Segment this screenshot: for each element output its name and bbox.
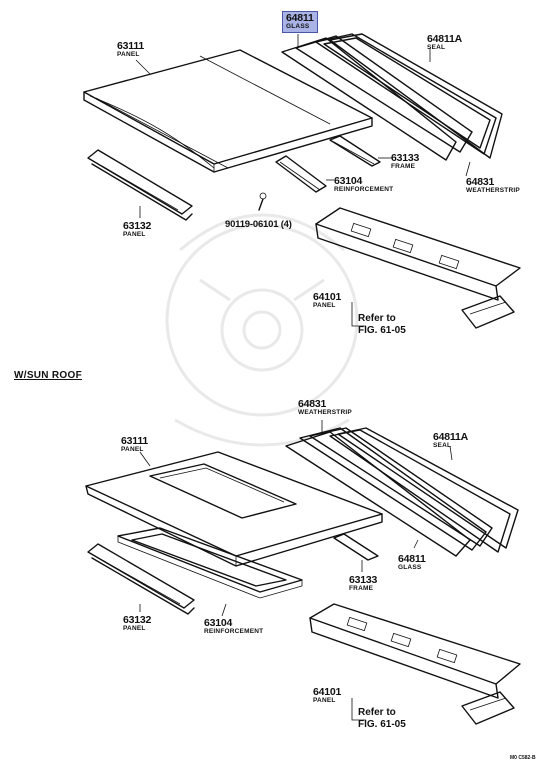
label-63111-bottom: 63111 PANEL [121, 436, 148, 453]
part-number: 64811 [398, 553, 426, 565]
label-64811a-bottom: 64811A SEAL [433, 432, 468, 449]
part-name: FRAME [391, 162, 416, 170]
label-63133-top: 63133 FRAME [391, 153, 419, 170]
part-number: 64811A [427, 33, 463, 45]
label-63133-bottom: 63133 FRAME [349, 575, 377, 592]
frame-bottom [333, 533, 379, 561]
highlighted-glass-label[interactable]: 64811 GLASS [282, 11, 318, 33]
part-number: 63111 [117, 40, 145, 52]
frame-top [329, 135, 381, 167]
part-number: 64101 [313, 686, 342, 698]
weatherstrip-bottom [299, 427, 493, 551]
back-panel-top [315, 207, 521, 329]
figure-reference: FIG. 61-05 [358, 719, 406, 730]
leader-lines-top [135, 34, 471, 327]
footer-code: M0 C582-B [510, 755, 536, 761]
part-number: 64831 [298, 398, 327, 410]
part-name: GLASS [286, 22, 310, 30]
leader-lines-bottom [139, 420, 453, 721]
label-63104-top: 63104 REINFORCEMENT [334, 176, 393, 193]
part-name: WEATHERSTRIP [298, 408, 352, 416]
part-name: SEAL [433, 441, 452, 449]
part-name: PANEL [123, 624, 146, 632]
section-heading: W/SUN ROOF [14, 370, 82, 381]
seal-bottom [329, 427, 519, 553]
roof-panel-top [83, 49, 373, 173]
label-64101-bottom: 64101 PANEL [313, 687, 341, 704]
label-63132-top: 63132 PANEL [123, 221, 151, 238]
refer-text: Refer to [358, 707, 396, 718]
label-64831-bottom: 64831 WEATHERSTRIP [298, 399, 352, 416]
label-bolt-top: 90119-06101 (4) [225, 219, 292, 230]
front-panel-bottom [87, 543, 195, 615]
refer-text: Refer to [358, 313, 396, 324]
back-panel-bottom [309, 603, 521, 725]
part-name: PANEL [313, 696, 336, 704]
part-number: 64811 [286, 12, 314, 24]
part-name: GLASS [398, 563, 422, 571]
refer-to-top[interactable]: Refer to FIG. 61-05 [358, 314, 406, 336]
roof-panel-bottom [85, 451, 383, 567]
refer-to-bottom[interactable]: Refer to FIG. 61-05 [358, 708, 406, 730]
part-number: 63104 [204, 617, 233, 629]
part-number: 64811A [433, 431, 469, 443]
part-number: 64831 [466, 176, 495, 188]
label-64811-bottom: 64811 GLASS [398, 554, 426, 571]
label-63111-top: 63111 PANEL [117, 41, 144, 58]
part-name: FRAME [349, 584, 374, 592]
label-64831-top: 64831 WEATHERSTRIP [466, 177, 520, 194]
part-number: 63133 [391, 152, 420, 164]
part-name: WEATHERSTRIP [466, 186, 520, 194]
part-name: PANEL [117, 50, 140, 58]
sunroof-frame-bottom [117, 527, 303, 599]
part-number: 64101 [313, 291, 342, 303]
label-63132-bottom: 63132 PANEL [123, 615, 151, 632]
part-name: PANEL [313, 301, 336, 309]
figure-reference: FIG. 61-05 [358, 325, 406, 336]
seal-top [315, 33, 503, 159]
part-name: REINFORCEMENT [334, 185, 394, 193]
front-panel-top [87, 149, 193, 221]
bolt-icon [258, 192, 267, 211]
part-number: 63132 [123, 614, 152, 626]
part-name: PANEL [123, 230, 146, 238]
watermark-emblem [165, 213, 359, 447]
part-name: REINFORCEMENT [204, 627, 264, 635]
part-name: PANEL [121, 445, 144, 453]
part-number: 63104 [334, 175, 363, 187]
part-number: 63132 [123, 220, 152, 232]
part-number: 63111 [121, 435, 149, 447]
label-64811a-top: 64811A SEAL [427, 34, 462, 51]
reinforcement-top [275, 155, 327, 193]
part-name: SEAL [427, 43, 446, 51]
label-64101-top: 64101 PANEL [313, 292, 341, 309]
back-glass-top [281, 35, 473, 161]
label-63104-bottom: 63104 REINFORCEMENT [204, 618, 263, 635]
part-number: 63133 [349, 574, 378, 586]
